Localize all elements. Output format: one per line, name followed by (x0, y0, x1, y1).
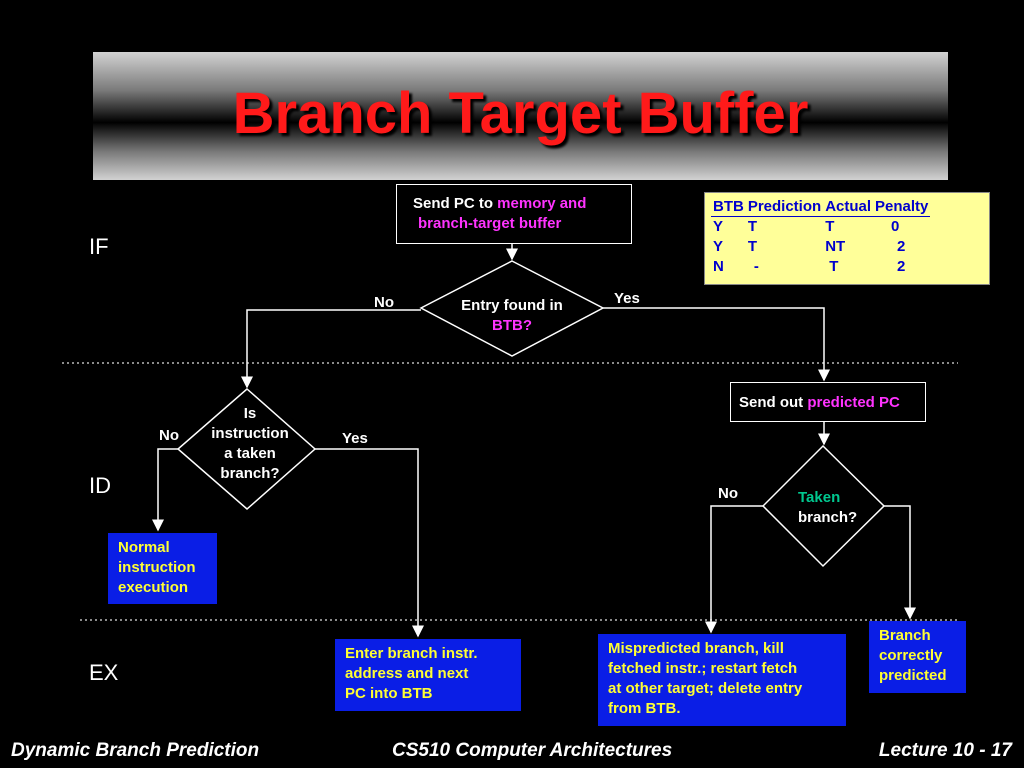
footer-right: Lecture 10 - 17 (878, 740, 1012, 761)
send-out-prefix: Send out (739, 394, 808, 411)
arrow-yes-entry (603, 307, 830, 382)
table-cell: 2 (897, 238, 906, 255)
entry-found-line1: Entry found in (461, 297, 563, 314)
entry-found-text: Entry found in BTB? (442, 296, 582, 336)
send-out-box: Send out predicted PC (730, 382, 926, 422)
entry-found-line2: BTB? (492, 317, 532, 334)
table-row: Y T T 0 (711, 217, 930, 238)
table-cell: Y (713, 218, 724, 235)
enter-btb-box: Enter branch instr. address and next PC … (335, 639, 521, 711)
label-no-taken: No (159, 427, 179, 444)
is-taken-diamond (176, 388, 317, 510)
entry-found-diamond (419, 260, 605, 357)
taken-branch-diamond (761, 444, 886, 568)
footer-left: Dynamic Branch Prediction (11, 740, 260, 761)
correct-line3: predicted (879, 667, 947, 684)
table-row: N - T 2 (711, 257, 930, 277)
stage-ex: EX (89, 660, 119, 685)
arrow-yes-predict (884, 505, 916, 620)
send-pc-highlight-1: memory and (497, 195, 587, 212)
btb-header-btb: BTB (711, 197, 746, 217)
send-pc-highlight-2: branch-target buffer (418, 215, 562, 232)
table-cell: T (747, 238, 757, 255)
mispredicted-line2: fetched instr.; restart fetch (608, 660, 798, 677)
is-taken-line1: Is (243, 405, 257, 422)
normal-execution-box: Normal instruction execution (108, 533, 217, 604)
arrow-no-predict (705, 505, 763, 634)
table-cell: T (825, 218, 835, 235)
is-taken-text: Is instruction a taken branch? (192, 404, 308, 484)
title-banner: Branch Target Buffer (93, 52, 948, 180)
label-yes-taken: Yes (342, 430, 368, 447)
table-cell: 0 (891, 218, 900, 235)
send-out-highlight: predicted PC (807, 394, 900, 411)
is-taken-line3: a taken (224, 445, 276, 462)
correct-line2: correctly (879, 647, 943, 664)
stage-id: ID (89, 473, 111, 498)
taken-branch-line2: branch? (798, 509, 858, 526)
label-yes-entry: Yes (614, 290, 640, 307)
table-cell: 2 (897, 258, 906, 275)
table-cell: T (747, 218, 757, 235)
btb-header-prediction: Prediction (745, 197, 824, 217)
normal-line2: instruction (118, 559, 196, 576)
footer-center: CS510 Computer Architectures (392, 740, 673, 761)
send-pc-box: Send PC to memory and branch-target buff… (396, 184, 632, 244)
label-no-predict: No (718, 485, 738, 502)
taken-branch-line1: Taken (798, 489, 841, 506)
send-pc-prefix: Send PC to (413, 195, 498, 212)
btb-header-actual: Actual (823, 197, 874, 217)
btb-header-penalty: Penalty (873, 197, 931, 217)
btb-penalty-table: BTB Prediction Actual Penalty Y T T 0 Y … (704, 192, 990, 285)
arrow-no-entry (241, 309, 421, 389)
table-cell: T (829, 258, 839, 275)
table-cell: Y (713, 238, 724, 255)
correct-line1: Branch (879, 627, 931, 644)
mispredicted-line4: from BTB. (608, 700, 681, 717)
slide-title: Branch Target Buffer (232, 81, 809, 146)
is-taken-line2: instruction (211, 425, 289, 442)
enter-btb-line3: PC into BTB (345, 685, 433, 702)
is-taken-line4: branch? (220, 465, 280, 482)
mispredicted-line1: Mispredicted branch, kill (608, 640, 784, 657)
stage-if: IF (89, 234, 109, 259)
label-no-entry: No (374, 294, 394, 311)
mispredicted-line3: at other target; delete entry (608, 680, 803, 697)
enter-btb-line2: address and next (345, 665, 469, 682)
taken-branch-text: Taken branch? (790, 488, 870, 528)
enter-btb-line1: Enter branch instr. (345, 645, 478, 662)
table-row: Y T NT 2 (711, 237, 930, 257)
table-cell: N (713, 258, 724, 275)
correct-prediction-box: Branch correctly predicted (869, 621, 966, 693)
normal-line3: execution (118, 579, 189, 596)
arrow-yes-taken (315, 448, 424, 638)
normal-line1: Normal (118, 539, 170, 556)
table-cell: NT (825, 238, 846, 255)
table-cell: - (753, 258, 759, 275)
arrow-no-taken (152, 448, 178, 532)
mispredicted-box: Mispredicted branch, kill fetched instr.… (598, 634, 846, 726)
